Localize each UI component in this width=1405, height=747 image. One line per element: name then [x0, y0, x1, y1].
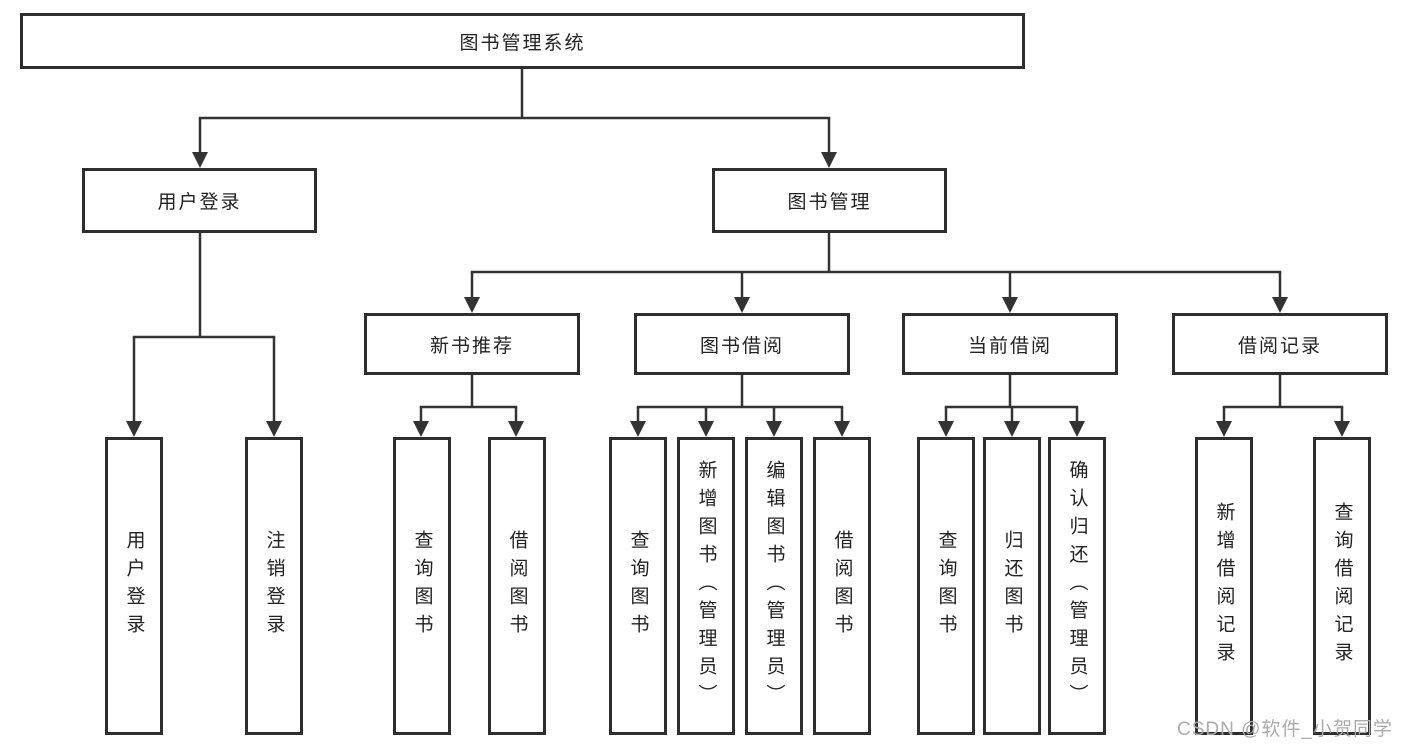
- node-user-login-label: 用户登录: [157, 192, 242, 213]
- leaf-query-books-current-label: 查询图书: [935, 530, 957, 642]
- node-book-management: 图书管理: [712, 168, 947, 233]
- leaf-edit-book-admin-label: 编辑图书（管理员）: [763, 460, 785, 712]
- leaf-user-login: 用户登录: [105, 437, 163, 735]
- leaf-logout: 注销登录: [245, 437, 303, 735]
- leaf-query-books-recommend: 查询图书: [393, 437, 451, 735]
- leaf-add-book-admin-label: 新增图书（管理员）: [695, 460, 717, 712]
- leaf-add-borrow-record: 新增借阅记录: [1195, 437, 1253, 735]
- leaf-query-books-recommend-label: 查询图书: [411, 530, 433, 642]
- node-user-login: 用户登录: [82, 168, 317, 233]
- node-new-book-recommend-label: 新书推荐: [429, 335, 514, 357]
- leaf-query-books-borrow-label: 查询图书: [627, 530, 649, 642]
- node-book-borrow: 图书借阅: [634, 313, 850, 375]
- leaf-edit-book-admin: 编辑图书（管理员）: [745, 437, 803, 735]
- leaf-borrow-books-recommend: 借阅图书: [488, 437, 546, 735]
- leaf-query-borrow-record: 查询借阅记录: [1313, 437, 1371, 735]
- node-root-label: 图书管理系统: [459, 32, 586, 54]
- leaf-query-books-current: 查询图书: [917, 437, 975, 735]
- leaf-query-borrow-record-label: 查询借阅记录: [1331, 502, 1353, 670]
- leaf-user-login-label: 用户登录: [123, 530, 145, 642]
- leaf-borrow-books-recommend-label: 借阅图书: [506, 530, 528, 642]
- node-book-management-label: 图书管理: [787, 192, 872, 213]
- leaf-confirm-return-admin-label: 确认归还（管理员）: [1066, 460, 1088, 712]
- node-current-borrow: 当前借阅: [902, 313, 1118, 375]
- node-root: 图书管理系统: [20, 13, 1025, 69]
- leaf-return-book: 归还图书: [983, 437, 1041, 735]
- node-new-book-recommend: 新书推荐: [364, 313, 580, 375]
- leaf-query-books-borrow: 查询图书: [609, 437, 667, 735]
- node-current-borrow-label: 当前借阅: [967, 335, 1052, 357]
- leaf-confirm-return-admin: 确认归还（管理员）: [1048, 437, 1106, 735]
- node-book-borrow-label: 图书借阅: [699, 335, 784, 357]
- leaf-add-borrow-record-label: 新增借阅记录: [1213, 502, 1235, 670]
- leaf-borrow-books-borrow: 借阅图书: [813, 437, 871, 735]
- node-borrow-records-label: 借阅记录: [1237, 335, 1322, 357]
- csdn-watermark: CSDN @软件_小贺同学: [1177, 719, 1393, 740]
- leaf-add-book-admin: 新增图书（管理员）: [677, 437, 735, 735]
- node-borrow-records: 借阅记录: [1172, 313, 1388, 375]
- leaf-logout-label: 注销登录: [263, 530, 285, 642]
- leaf-borrow-books-borrow-label: 借阅图书: [831, 530, 853, 642]
- leaf-return-book-label: 归还图书: [1001, 530, 1023, 642]
